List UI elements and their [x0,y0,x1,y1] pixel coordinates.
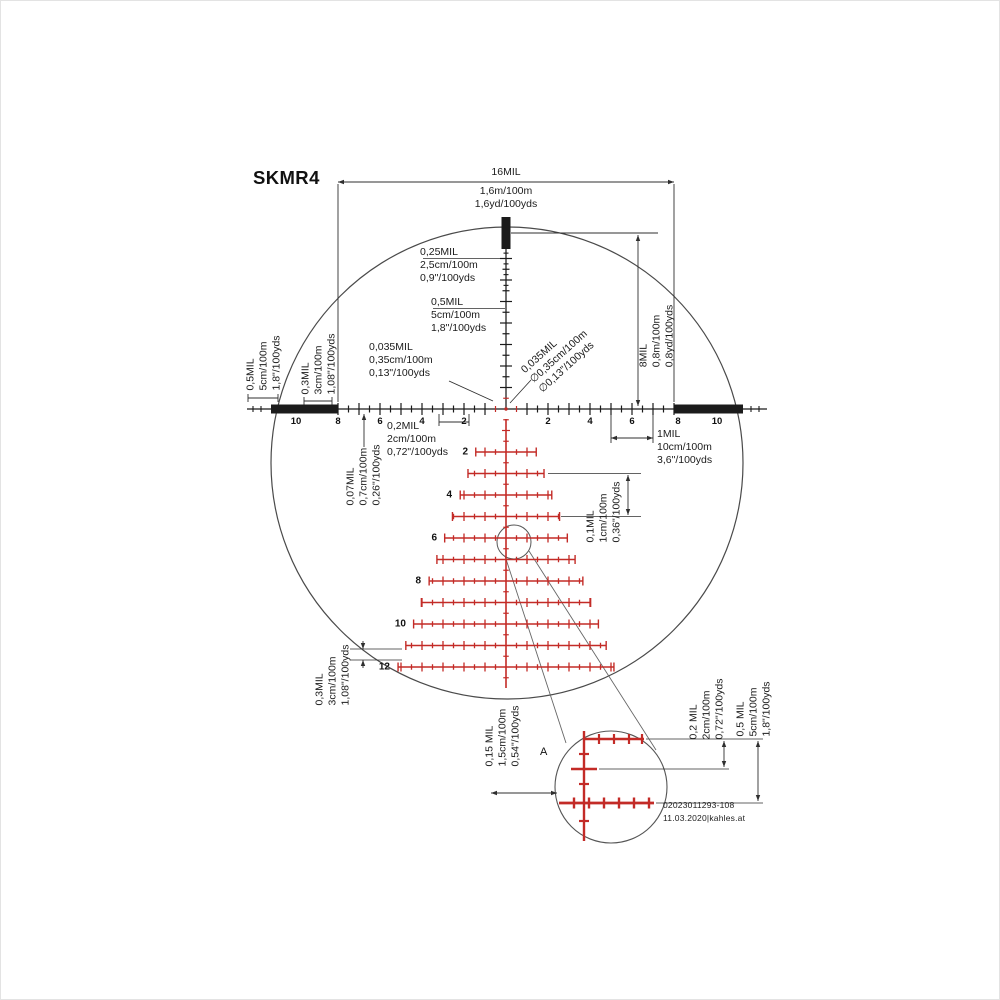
axis-number-left: 10 [290,416,302,427]
annotation-0035mil: 0,035MIL 0,35cm/100m 0,13"/100yds [369,341,433,380]
page-title: SKMR4 [253,167,320,188]
axis-number-left: 4 [419,416,425,427]
annotation-1mil: 1MIL 10cm/100m 3,6"/100yds [657,428,713,467]
annotation-02mil: 0,2MIL 2cm/100m 0,72"/100yds [387,420,448,459]
annotation-16mil-values: 1,6m/100m 1,6yd/100yds [474,185,538,211]
tree-number: 10 [394,618,406,630]
product-code: 02023011293-108 [663,800,735,810]
axis-number-left: 2 [461,416,467,427]
axis-number-right: 10 [711,416,723,427]
axis-number-left: 6 [377,416,383,427]
tree-number: 4 [446,489,452,501]
detail-view-label: A [540,746,548,758]
annotation-03mil-bottom: 0,3MIL 3cm/100m 1,08"/100yds [313,644,352,706]
annotation-05mil-left: 0,5MIL 5cm/100m 1,8"/100yds [244,335,283,391]
tree-number: 12 [378,661,390,673]
date-site: 11.03.2020|kahles.at [663,813,746,823]
tree-number: 6 [431,532,437,544]
annotation-015mil: 0,15 MIL 1,5cm/100m 0,54"/100yds [483,705,522,767]
annotation-03mil-left: 0,3MIL 3cm/100m 1,08"/100yds [299,333,338,395]
axis-number-right: 6 [629,416,635,427]
annotation-01mil: 0,1MIL 1cm/100m 0,36"/100yds [584,481,623,543]
axis-number-left: 8 [335,416,341,427]
tree-number: 2 [462,446,468,458]
annotation-007mil: 0,07MIL 0,7cm/100m 0,26"/100yds [344,444,383,506]
annotation-16mil-label: 16MIL [491,166,521,178]
tree-number: 8 [415,575,421,587]
annotation-025mil: 0,25MIL 2,5cm/100m 0,9"/100yds [420,246,478,285]
annotation-05mil-detail: 0,5 MIL 5cm/100m 1,8"/100yds [734,681,773,737]
annotation-05mil-upper: 0,5MIL 5cm/100m 1,8"/100yds [431,296,487,335]
annotation-02mil-detail: 0,2 MIL 2cm/100m 0,72"/100yds [687,678,726,740]
axis-number-right: 8 [675,416,681,427]
annotation-8mil: 8MIL 0,8m/100m 0,8yd/100yds [637,304,676,368]
axis-number-right: 4 [587,416,593,427]
axis-number-right: 2 [545,416,551,427]
